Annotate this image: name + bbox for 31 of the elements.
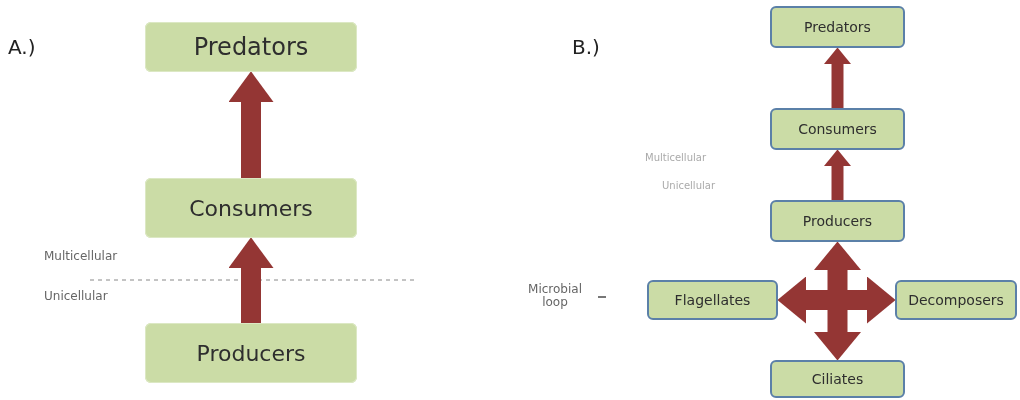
- box-label: Decomposers: [908, 292, 1004, 308]
- annotation-text: Unicellular: [44, 290, 108, 304]
- box-label: Consumers: [798, 121, 877, 137]
- arrow: [824, 47, 851, 108]
- arrow: [228, 237, 274, 323]
- box: [770, 360, 905, 398]
- box-label: Producers: [802, 213, 873, 229]
- panel-label: B.): [572, 36, 600, 58]
- box: [895, 280, 1017, 320]
- arrow: [228, 71, 274, 178]
- box: [145, 22, 357, 72]
- annotation-text: Unicellular: [662, 180, 715, 191]
- box-label: Flagellates: [674, 292, 751, 308]
- arrow: [814, 241, 861, 361]
- annotation-text: Microbial loop: [527, 283, 583, 310]
- box-label: Predators: [804, 19, 871, 35]
- arrow: [824, 149, 851, 200]
- box: [145, 178, 357, 238]
- box-label: Producers: [196, 340, 306, 366]
- box: [770, 6, 905, 48]
- box: [145, 323, 357, 383]
- arrow: [777, 276, 896, 324]
- box-label: Ciliates: [811, 371, 864, 387]
- annotation-text: Multicellular: [44, 250, 118, 264]
- box: [647, 280, 778, 320]
- box: [770, 200, 905, 242]
- box-label: Consumers: [189, 195, 313, 221]
- box: [770, 108, 905, 150]
- box-label: Predators: [193, 33, 309, 61]
- annotation-text: Multicellular: [645, 152, 706, 163]
- panel-label: A.): [8, 36, 36, 58]
